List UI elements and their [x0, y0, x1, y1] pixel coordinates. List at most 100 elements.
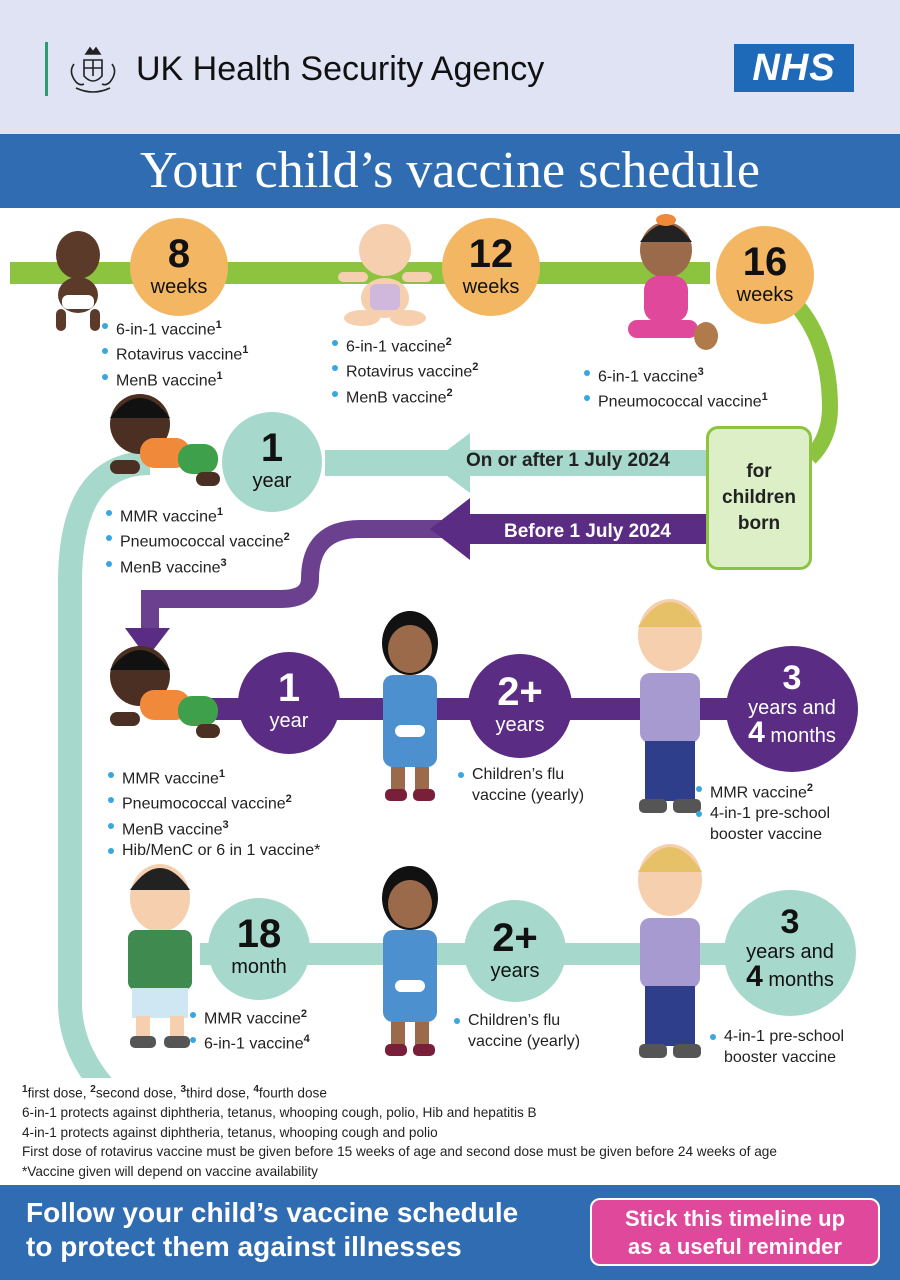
footnote-dose-key: 1first dose, 2second dose, 3third dose, …	[22, 1080, 882, 1103]
baby-16-weeks-illustration	[628, 214, 718, 350]
vaccine-name: Rotavirus vaccine	[116, 346, 243, 364]
age-number: 1	[260, 426, 284, 470]
vaccine-name: 4-in-1 pre-school	[724, 1028, 845, 1045]
age-number-b: 4	[748, 716, 765, 749]
vaccine-name: Rotavirus vaccine	[346, 363, 473, 381]
vaccine-item: Pneumococcal vaccine2	[106, 789, 320, 814]
vaccine-name: MMR vaccine	[204, 1010, 301, 1028]
age-unit: years	[495, 714, 545, 736]
dose-number: 2	[472, 361, 479, 374]
dose-number: 2	[300, 1008, 308, 1020]
reminder-sticker: Stick this timeline up as a useful remin…	[590, 1198, 880, 1266]
age-unit: years	[490, 960, 540, 982]
age-8-weeks-circle: 8 weeks	[130, 218, 228, 316]
crawling-child-2-illustration	[110, 646, 220, 738]
vaccine-list-before-2-years: Children’s flu vaccine (yearly)	[456, 764, 584, 806]
age-unit: years and	[748, 697, 836, 719]
vaccine-name: MenB vaccine	[120, 558, 221, 576]
before-2-years-circle: 2+ years	[468, 654, 572, 758]
vaccine-name: 6-in-1 vaccine	[116, 321, 216, 339]
vaccine-name: Hib/MenC or 6 in 1 vaccine*	[122, 841, 321, 859]
dose-number: 3	[222, 818, 229, 831]
vaccine-item: MMR vaccine1	[106, 764, 320, 789]
footnote-rotavirus: First dose of rotavirus vaccine must be …	[22, 1144, 777, 1160]
vaccine-item: Hib/MenC or 6 in 1 vaccine*	[106, 840, 320, 861]
dose-number: 3	[220, 556, 227, 569]
vaccine-list-before-3-years: MMR vaccine2 4-in-1 pre-school booster vac…	[694, 778, 830, 845]
age-16-weeks-circle: 16 weeks	[716, 226, 814, 324]
nhs-logo: NHS	[734, 44, 854, 92]
vaccine-item: MMR vaccine2	[188, 1004, 310, 1029]
vaccine-item: MenB vaccine2	[330, 383, 478, 408]
vaccine-item: Rotavirus vaccine1	[100, 340, 248, 365]
teal-loop-track	[58, 451, 151, 1078]
vaccine-name: 4-in-1 pre-school	[710, 805, 831, 823]
dose-number: 2	[285, 793, 292, 806]
age-number: 8	[167, 232, 191, 276]
age-unit: weeks	[462, 276, 520, 298]
age-number: 12	[468, 232, 514, 276]
age-number: 3	[782, 659, 802, 697]
vaccine-name: vaccine (yearly)	[472, 787, 585, 804]
after-1-year-circle: 1 year	[222, 412, 322, 512]
sticker-line: Stick this timeline up	[624, 1206, 846, 1231]
vaccine-item: 6-in-1 vaccine1	[100, 315, 248, 340]
footnote-sup: 4	[253, 1084, 259, 1095]
agency-name: UK Health Security Agency	[136, 50, 545, 88]
header-divider	[45, 42, 48, 96]
vaccine-name: Pneumococcal vaccine	[120, 533, 284, 551]
age-unit: year	[252, 470, 292, 492]
vaccine-name: MMR vaccine	[710, 784, 807, 802]
vaccine-name: MenB vaccine	[346, 388, 447, 406]
before-july-2024-label: Before 1 July 2024	[504, 521, 671, 542]
vaccine-name: Children’s flu	[472, 766, 565, 783]
dose-number: 2	[806, 782, 814, 794]
vaccine-item: Pneumococcal vaccine2	[104, 527, 290, 552]
vaccine-item: booster vaccine	[708, 1047, 844, 1068]
boy-3y-after-illustration	[638, 844, 702, 1058]
age-number: 3	[780, 903, 800, 941]
footnote-text: fourth dose	[258, 1085, 327, 1101]
footnote-sup: 2	[90, 1084, 96, 1095]
footnote-sup: 3	[180, 1084, 187, 1095]
age-number-b: 4	[746, 960, 763, 993]
boy-18m-illustration	[128, 864, 192, 1048]
born-box-line: children	[722, 487, 796, 508]
before-3-years-4-months-circle: 3 years and 4 months	[726, 646, 858, 772]
title-band	[0, 134, 900, 208]
baby-12-weeks-illustration	[338, 224, 432, 326]
dose-number: 1	[218, 768, 226, 780]
vaccine-name: booster vaccine	[724, 1049, 837, 1066]
vaccine-name: Pneumococcal vaccine	[598, 393, 762, 411]
age-unit: years and	[746, 941, 834, 963]
crawling-child-1-illustration	[110, 394, 220, 486]
vaccine-item: Pneumococcal vaccine1	[582, 387, 768, 412]
vaccine-item: MMR vaccine2	[694, 778, 830, 803]
age-unit: weeks	[736, 284, 794, 306]
vaccine-item: 4-in-1 pre-school	[708, 1026, 844, 1047]
girl-2y-after-illustration	[382, 866, 438, 1056]
footer-message-line: Follow your child’s vaccine schedule	[26, 1197, 519, 1228]
girl-2y-illustration	[382, 611, 438, 801]
age-number: 18	[236, 912, 282, 956]
vaccine-item: 6-in-1 vaccine4	[188, 1029, 310, 1054]
vaccine-name: Pneumococcal vaccine	[122, 795, 286, 813]
purple-connector	[141, 520, 470, 639]
footer-message-line: to protect them against illnesses	[26, 1231, 462, 1262]
royal-crest-icon	[70, 46, 116, 93]
vaccine-name: booster vaccine	[710, 826, 823, 844]
after-3-years-4-months-circle: 3 years and 4 months	[724, 890, 856, 1016]
teal-track-after	[325, 450, 710, 476]
for-children-born-box: for children born	[706, 426, 812, 570]
baby-8-weeks-illustration	[56, 231, 100, 331]
dose-number: 1	[242, 344, 249, 357]
born-box-line: for	[746, 461, 772, 482]
after-18-month-circle: 18 month	[208, 898, 310, 1000]
vaccine-name: 6-in-1 vaccine	[346, 338, 446, 356]
dose-number: 2	[283, 531, 290, 544]
dose-number: 4	[303, 1033, 310, 1046]
